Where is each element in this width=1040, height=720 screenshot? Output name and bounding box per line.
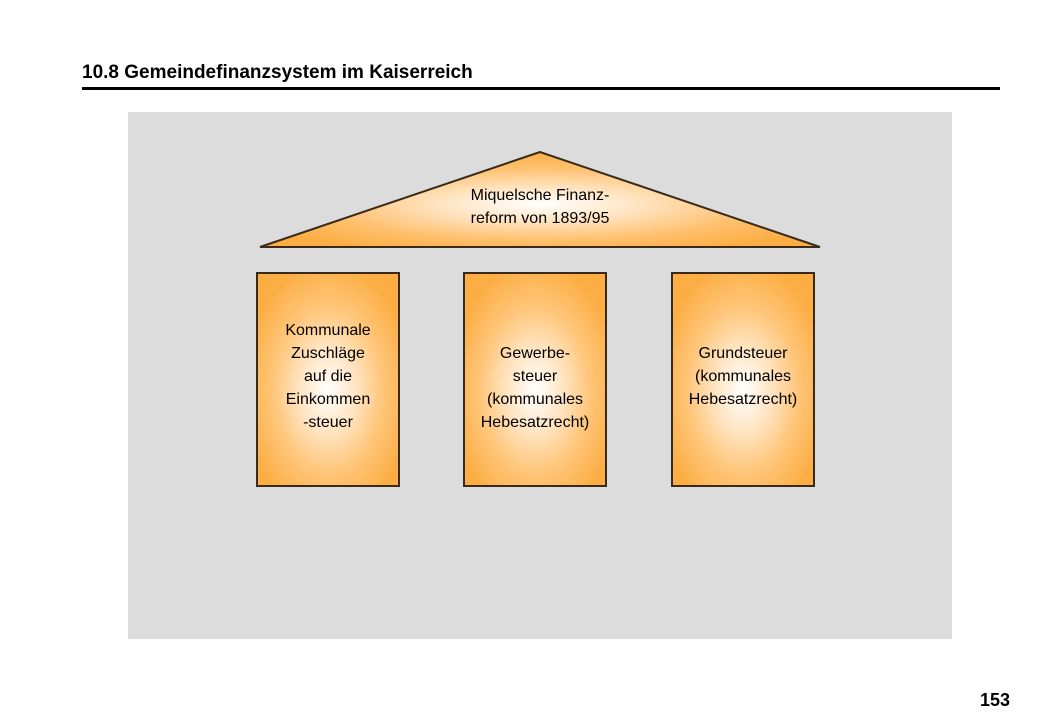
- page-title: 10.8 Gemeindefinanzsystem im Kaiserreich: [82, 62, 473, 83]
- pillar-label: Gewerbe- steuer (kommunales Hebesatzrech…: [480, 345, 590, 431]
- title-underline: [82, 87, 1000, 90]
- pillar-trade-tax: Gewerbe- steuer (kommunales Hebesatzrech…: [463, 272, 607, 487]
- pillar-label: Kommunale Zuschläge auf die Einkommen -s…: [285, 322, 371, 431]
- roof-triangle: [259, 150, 821, 248]
- roof-label: Miquelsche Finanz- reform von 1893/95: [420, 184, 660, 230]
- pillar-property-tax: Grundsteuer (kommunales Hebesatzrecht): [671, 272, 815, 487]
- pillar-label: Grundsteuer (kommunales Hebesatzrecht): [688, 345, 798, 408]
- roof-text: Miquelsche Finanz- reform von 1893/95: [470, 187, 610, 227]
- page-number: 153: [980, 690, 1011, 710]
- pillar-income-tax-surcharges: Kommunale Zuschläge auf die Einkommen -s…: [256, 272, 400, 487]
